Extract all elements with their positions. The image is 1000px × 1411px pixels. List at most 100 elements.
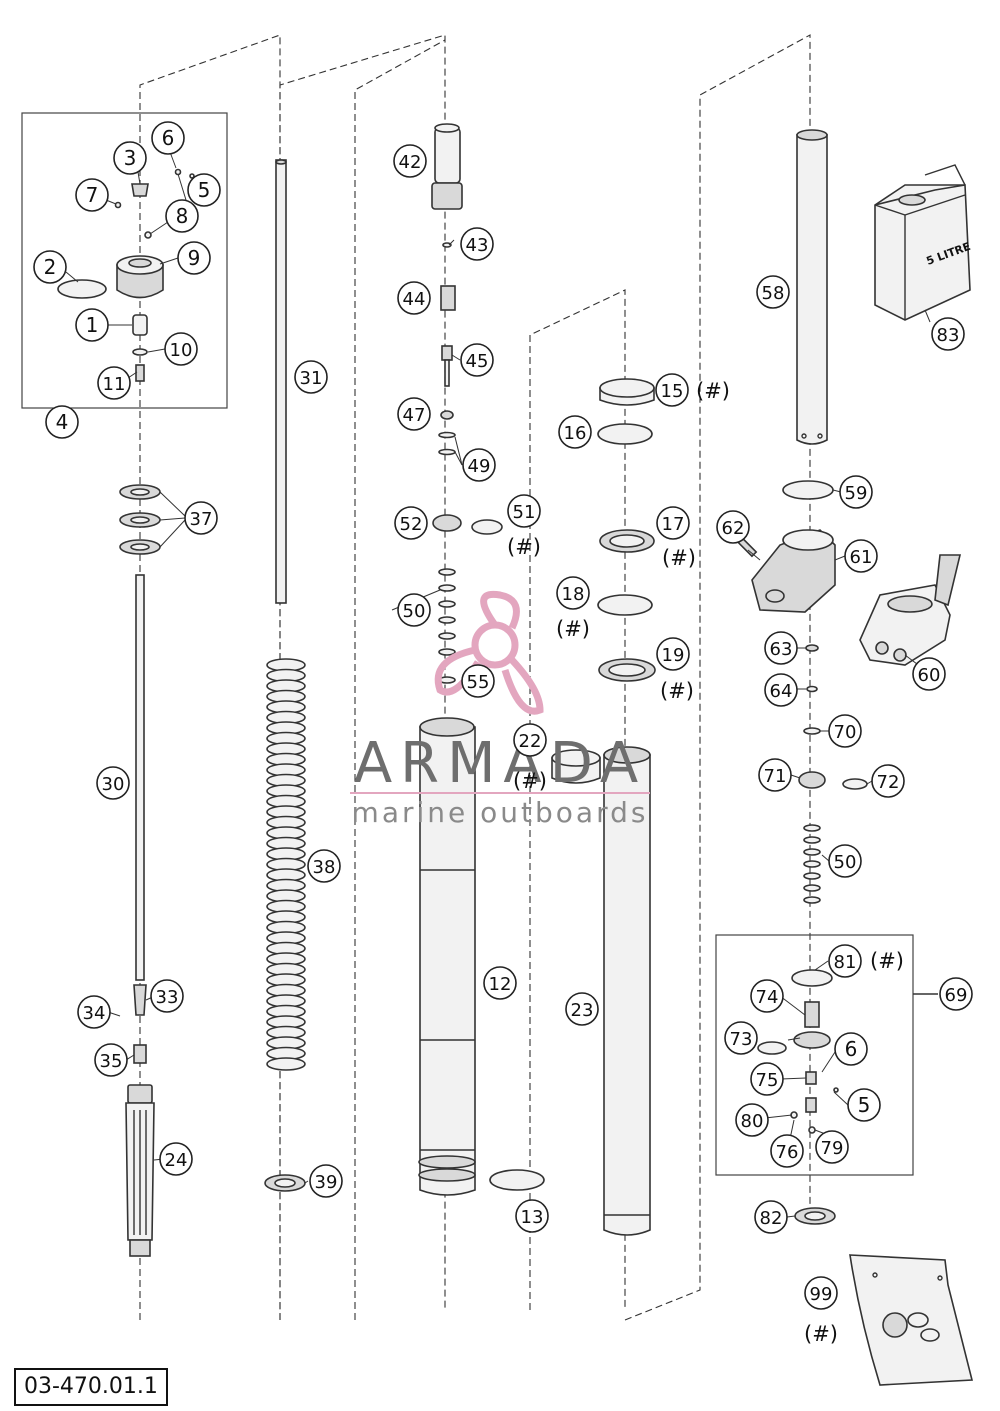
callout-c34: 34 [77, 995, 111, 1029]
callout-number: 31 [300, 368, 323, 389]
callout-number: 3 [124, 146, 137, 170]
callout-c2: 2 [33, 250, 67, 284]
leader-line [159, 517, 186, 521]
leader-line [147, 348, 166, 353]
callout-number: 50 [403, 601, 426, 622]
reference-number: 03-470.01.1 [14, 1368, 168, 1406]
assembly-69-parts [757, 969, 839, 1134]
callout-number: 80 [741, 1111, 764, 1132]
callout-c76: 76 [770, 1134, 804, 1168]
callout-number: 43 [466, 235, 489, 256]
callout-number: 76 [776, 1142, 799, 1163]
leader-line [834, 555, 846, 561]
preload-tube-31 [275, 159, 287, 604]
callout-c72: 72 [871, 764, 905, 798]
leader-line [177, 173, 187, 201]
callout-number: 11 [103, 374, 126, 395]
callout-c75: 75 [750, 1062, 784, 1096]
callout-number: 23 [571, 1000, 594, 1021]
callout-c17: 17 [656, 506, 690, 540]
callout-c11: 11 [97, 366, 131, 400]
brand-tagline: marine outboards [352, 796, 649, 829]
callout-c49: 49 [462, 448, 496, 482]
hash-mark-h51: (#) [507, 535, 541, 559]
armada-watermark: ARMADA marine outboards [350, 590, 650, 829]
leader-line [454, 451, 463, 466]
callout-number: 34 [83, 1003, 106, 1024]
callout-number: 2 [44, 255, 57, 279]
callout-number: 17 [662, 514, 685, 535]
callout-number: 19 [662, 645, 685, 666]
washers-37 [119, 484, 161, 555]
callout-number: 47 [403, 405, 426, 426]
callout-number: 6 [162, 126, 175, 150]
callout-c44: 44 [397, 281, 431, 315]
callout-c63: 63 [764, 631, 798, 665]
callout-c45: 45 [460, 343, 494, 377]
callout-c55: 55 [461, 664, 495, 698]
callout-c24: 24 [159, 1142, 193, 1176]
leader-line [779, 995, 806, 1016]
outer-tube-23 [603, 746, 651, 1236]
callout-number: 49 [468, 456, 491, 477]
callout-c22: 22 [513, 723, 547, 757]
leader-line [137, 171, 141, 185]
callout-number: 44 [403, 289, 426, 310]
fork-spring-38 [266, 658, 306, 1071]
callout-number: 39 [315, 1172, 338, 1193]
callout-c7: 7 [75, 178, 109, 212]
inner-tube-12 [418, 717, 476, 1196]
hash-mark-h15: (#) [696, 379, 730, 403]
leader-line [786, 1215, 796, 1218]
callout-c39: 39 [309, 1164, 343, 1198]
callout-c61: 61 [844, 539, 878, 573]
leader-line [924, 309, 931, 323]
callout-c47: 47 [397, 397, 431, 431]
callout-number: 81 [834, 952, 857, 973]
leader-line [159, 257, 179, 265]
callout-c19: 19 [656, 637, 690, 671]
hash-mark-h17: (#) [662, 546, 696, 570]
callout-number: 50 [834, 852, 857, 873]
cartridge-parts [431, 123, 503, 684]
callout-c33: 33 [150, 979, 184, 1013]
leader-line [159, 491, 186, 517]
callout-c5a: 5 [187, 173, 221, 207]
callout-number: 6 [845, 1037, 858, 1061]
callout-c38: 38 [307, 849, 341, 883]
tube-58 [796, 129, 828, 445]
callout-number: 60 [918, 665, 941, 686]
callout-number: 69 [945, 985, 968, 1006]
callout-c23: 23 [565, 992, 599, 1026]
callout-number: 71 [764, 766, 787, 787]
callout-c15: 15 [655, 373, 689, 407]
callout-c70: 70 [828, 714, 862, 748]
callout-number: 74 [756, 987, 779, 1008]
hash-mark-h19: (#) [660, 679, 694, 703]
callout-c5b: 5 [847, 1088, 881, 1122]
callout-number: 10 [170, 340, 193, 361]
hash-mark-h81: (#) [870, 949, 904, 973]
leader-line [790, 774, 801, 779]
callout-c79: 79 [815, 1130, 849, 1164]
callout-number: 82 [760, 1208, 783, 1229]
callout-c80: 80 [735, 1103, 769, 1137]
callout-number: 24 [165, 1150, 188, 1171]
callout-c81: 81 [828, 944, 862, 978]
callout-c1: 1 [75, 308, 109, 342]
callout-number: 73 [730, 1029, 753, 1050]
callout-c8: 8 [165, 199, 199, 233]
leader-line [821, 1048, 838, 1073]
leader-line [821, 854, 830, 862]
callout-c37: 37 [184, 501, 218, 535]
callout-number: 42 [399, 152, 422, 173]
callout-c71: 71 [758, 758, 792, 792]
callout-c64: 64 [764, 673, 798, 707]
callout-number: 15 [661, 381, 684, 402]
leader-line [904, 654, 918, 665]
callout-number: 5 [858, 1093, 871, 1117]
callout-number: 62 [722, 518, 745, 539]
leader-line [448, 239, 455, 246]
clamp-61 [736, 529, 836, 613]
